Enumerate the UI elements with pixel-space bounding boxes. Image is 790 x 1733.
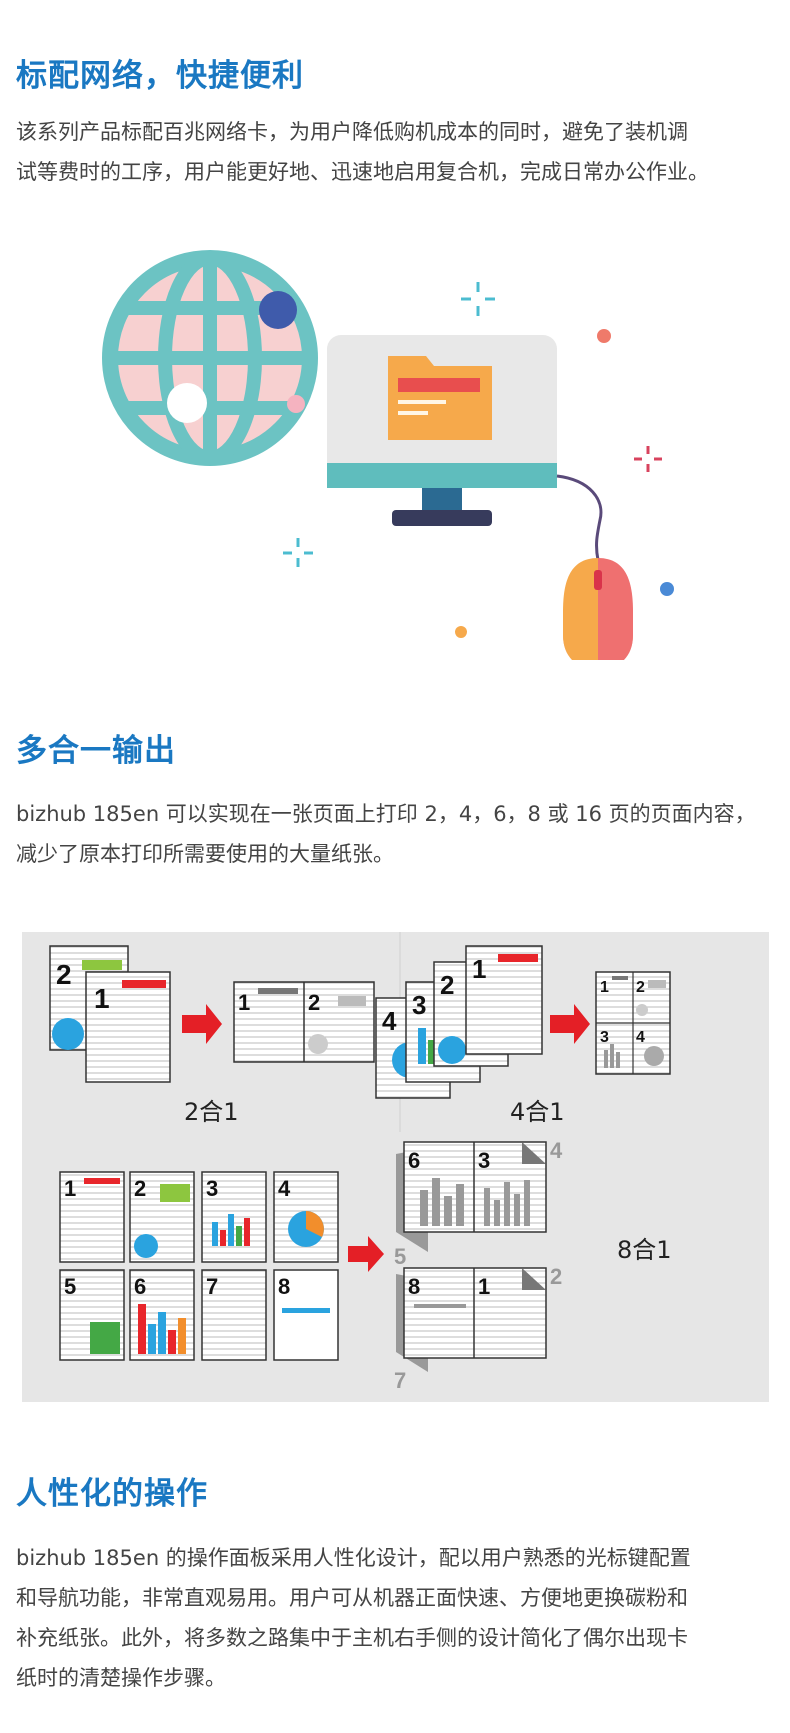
nup-diagram: 2 1 1 2 4 3 [49, 932, 671, 1393]
dot-decoration [455, 626, 467, 638]
page-number: 2 [56, 959, 72, 990]
arrow-icon [182, 1004, 222, 1044]
page-number: 3 [478, 1148, 490, 1173]
sparkle-icon [461, 282, 495, 316]
network-illustration [102, 250, 674, 660]
multi-line-1: bizhub 185en 可以实现在一张页面上打印 2，4，6，8 或 16 页… [16, 802, 756, 826]
section-title-ops: 人性化的操作 [16, 1476, 208, 1512]
network-line-1: 该系列产品标配百兆网络卡，为用户降低购机成本的同时，避免了装机调 [16, 120, 688, 144]
page-number: 3 [206, 1176, 218, 1201]
multi-line-2: 减少了原本打印所需要使用的大量纸张。 [16, 842, 394, 866]
label-4in1: 4合1 [510, 1098, 565, 1126]
label-2in1: 2合1 [184, 1098, 239, 1126]
network-paragraph: 该系列产品标配百兆网络卡，为用户降低购机成本的同时，避免了装机调 试等费时的工序… [16, 112, 786, 192]
result-8in1-sheet-a [396, 1141, 547, 1252]
page-number: 2 [134, 1176, 146, 1201]
page-number: 8 [408, 1274, 420, 1299]
page-number: 4 [550, 1138, 563, 1163]
label-8in1: 8合1 [617, 1236, 672, 1264]
page-number: 5 [394, 1244, 406, 1269]
page-number: 1 [600, 979, 609, 996]
page-number: 4 [278, 1176, 291, 1201]
dot-decoration [660, 582, 674, 596]
ops-line-3: 补充纸张。此外，将多数之路集中于主机右手侧的设计简化了偶尔出现卡 [16, 1626, 688, 1650]
result-4in1-sheet [595, 971, 671, 1075]
sparkle-icon [634, 446, 662, 472]
nup-figure: 2 1 1 2 4 3 [22, 932, 769, 1402]
page-number: 2 [550, 1264, 562, 1289]
page-number: 4 [636, 1029, 645, 1046]
page-6-thumb [129, 1269, 195, 1361]
page-number: 1 [238, 990, 250, 1015]
page-number: 6 [134, 1274, 146, 1299]
mouse-icon [563, 558, 633, 660]
page-number: 4 [382, 1006, 397, 1036]
ops-line-4: 纸时的清楚操作步骤。 [16, 1666, 226, 1690]
page-4-thumb [273, 1171, 339, 1263]
page-number: 3 [600, 1029, 609, 1046]
page-7-thumb [201, 1269, 267, 1361]
page-8-thumb [273, 1269, 339, 1361]
page-number: 6 [408, 1148, 420, 1173]
multi-paragraph: bizhub 185en 可以实现在一张页面上打印 2，4，6，8 或 16 页… [16, 794, 786, 874]
page-number: 1 [478, 1274, 490, 1299]
page-1-sheet [85, 971, 171, 1083]
page-number: 1 [472, 954, 486, 984]
arrow-icon [550, 1004, 590, 1044]
page-number: 7 [394, 1368, 406, 1393]
section-title-network: 标配网络，快捷便利 [16, 58, 304, 94]
arrow-icon [348, 1236, 384, 1272]
page-5-thumb [59, 1269, 125, 1361]
page-1-thumb [59, 1171, 125, 1263]
page-1-sheet [465, 945, 543, 1055]
page-3-thumb [201, 1171, 267, 1263]
ops-paragraph: bizhub 185en 的操作面板采用人性化设计，配以用户熟悉的光标键配置 和… [16, 1538, 786, 1698]
page-number: 8 [278, 1274, 290, 1299]
globe-icon [102, 250, 318, 466]
page-number: 2 [308, 990, 320, 1015]
ops-line-2: 和导航功能，非常直观易用。用户可从机器正面快速、方便地更换碳粉和 [16, 1586, 688, 1610]
page-number: 7 [206, 1274, 218, 1299]
page-number: 2 [440, 970, 454, 1000]
sparkle-icon [283, 538, 313, 567]
page-number: 2 [636, 979, 645, 996]
monitor-icon [327, 335, 557, 526]
ops-line-1: bizhub 185en 的操作面板采用人性化设计，配以用户熟悉的光标键配置 [16, 1546, 691, 1570]
page-2-thumb [129, 1171, 195, 1263]
page-number: 1 [94, 983, 110, 1014]
dot-decoration [597, 329, 611, 343]
page-number: 1 [64, 1176, 76, 1201]
result-8in1-sheet-b [396, 1267, 547, 1372]
section-title-multi: 多合一输出 [16, 733, 176, 769]
result-2in1-sheet [233, 981, 375, 1063]
network-line-2: 试等费时的工序，用户能更好地、迅速地启用复合机，完成日常办公作业。 [16, 160, 709, 184]
page-number: 3 [412, 990, 426, 1020]
page-number: 5 [64, 1274, 76, 1299]
mouse-cable [556, 474, 603, 561]
